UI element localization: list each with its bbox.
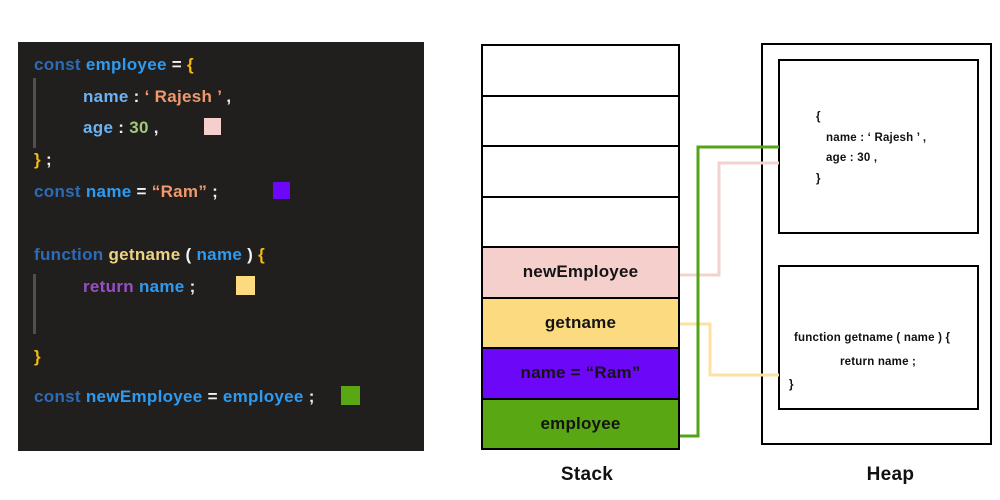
code-token: age bbox=[83, 118, 114, 138]
code-token: const bbox=[34, 55, 86, 74]
code-token: , bbox=[148, 118, 159, 138]
code-line: } bbox=[34, 341, 424, 373]
code-line: const newEmployee = employee ; bbox=[34, 381, 424, 413]
indent-guide bbox=[33, 78, 36, 148]
code-lines: const employee = {name : ‘ Rajesh ’ ,age… bbox=[34, 49, 424, 412]
code-token: } bbox=[34, 150, 41, 170]
code-token: ( bbox=[180, 245, 197, 265]
code-line: const name = “Ram” ; bbox=[34, 176, 424, 208]
heap-function-code-line: return name ; bbox=[840, 355, 917, 368]
stack-cell-empty bbox=[483, 147, 678, 198]
heap-function-code-line: function getname ( name ) { bbox=[794, 332, 951, 344]
heap-function-code-line: } bbox=[789, 379, 794, 391]
code-token: : bbox=[113, 118, 130, 138]
heap-function-code: function getname ( name ) { return name ;… bbox=[780, 327, 977, 398]
code-token: newEmployee bbox=[85, 386, 203, 406]
code-line: return name ; bbox=[34, 271, 424, 303]
name-color-swatch bbox=[273, 181, 291, 199]
code-token: name bbox=[138, 277, 185, 297]
heap-object-code: { name : ‘ Rajesh ’ , age : 30 ,} bbox=[816, 107, 926, 189]
code-token: 30 bbox=[129, 118, 149, 138]
code-token: ; bbox=[303, 386, 315, 406]
stack-cell-employee: employee bbox=[483, 399, 678, 448]
code-line: function getname ( name ) { bbox=[34, 239, 424, 271]
code-block: const employee = {name : ‘ Rajesh ’ ,age… bbox=[18, 42, 424, 451]
getname-color-swatch bbox=[235, 276, 255, 296]
code-token: const bbox=[34, 181, 86, 201]
code-token: : bbox=[128, 86, 145, 106]
stack-cell-newemployee: newEmployee bbox=[483, 248, 678, 299]
indent-guide bbox=[33, 274, 36, 334]
employee-color-swatch bbox=[340, 385, 360, 405]
stack-cell-empty bbox=[483, 46, 678, 97]
code-token: const bbox=[34, 386, 86, 406]
code-token: = bbox=[202, 386, 223, 406]
heap-box: { name : ‘ Rajesh ’ , age : 30 ,} function… bbox=[761, 43, 992, 445]
code-token: name bbox=[85, 181, 132, 201]
heap-function-box: function getname ( name ) { return name ;… bbox=[778, 265, 979, 410]
code-token: function bbox=[34, 245, 109, 265]
stack-caption: Stack bbox=[560, 464, 614, 485]
code-line: } ; bbox=[34, 144, 424, 176]
heap-object-box: { name : ‘ Rajesh ’ , age : 30 ,} bbox=[778, 59, 979, 234]
code-token: ‘ Rajesh ’ bbox=[144, 86, 222, 106]
code-line: age : 30 , bbox=[34, 112, 424, 144]
stack-cell-getname: getname bbox=[483, 298, 678, 349]
code-token: getname bbox=[108, 245, 181, 265]
code-token: ) bbox=[242, 245, 259, 265]
stack-cell-empty bbox=[483, 197, 678, 248]
code-token: name bbox=[83, 86, 129, 106]
newEmployee-color-swatch bbox=[203, 118, 221, 136]
code-token: } bbox=[34, 346, 41, 366]
stack-cell-empty bbox=[483, 96, 678, 147]
code-token: = bbox=[166, 55, 187, 74]
code-token: = bbox=[131, 181, 152, 201]
stack-cell-name-ram: name = “Ram” bbox=[483, 349, 678, 400]
heap-object-code-line: { bbox=[816, 111, 821, 123]
code-token: name bbox=[196, 245, 243, 265]
code-token: , bbox=[221, 86, 232, 106]
code-token: employee bbox=[222, 386, 304, 406]
code-token: ; bbox=[184, 277, 196, 297]
code-token: ; bbox=[40, 150, 52, 170]
code-token: return bbox=[83, 277, 139, 297]
code-line: const employee = { bbox=[34, 49, 424, 81]
code-line: name : ‘ Rajesh ’ , bbox=[34, 81, 424, 113]
code-token: { bbox=[258, 245, 266, 265]
code-token: “Ram” bbox=[151, 181, 208, 201]
heap-object-code-line: } bbox=[816, 172, 821, 185]
code-token: { bbox=[186, 55, 194, 74]
heap-object-code-line: age : 30 , bbox=[826, 152, 878, 164]
code-token: ; bbox=[207, 181, 219, 201]
code-token: employee bbox=[85, 55, 167, 74]
heap-object-code-line: name : ‘ Rajesh ’ , bbox=[826, 131, 927, 144]
heap-caption: Heap bbox=[866, 464, 915, 485]
